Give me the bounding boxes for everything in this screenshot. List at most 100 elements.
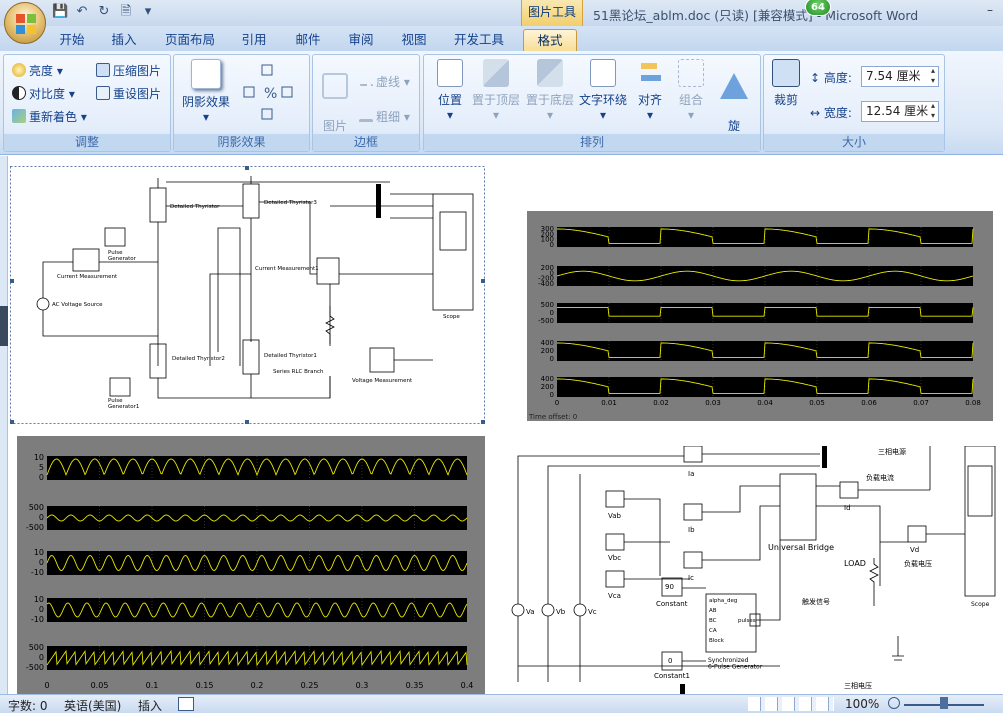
document-title: 51黑论坛_ablm.doc (只读) [兼容模式] - Microsoft W… (593, 8, 919, 23)
scope-x-tick: 0.02 (653, 399, 669, 407)
circuit-diagram-1[interactable]: Detailed Thyristor Detailed Thyristor3 D… (10, 166, 485, 424)
position-label: 位置 (437, 93, 462, 107)
scope-x-tick: 0.04 (757, 399, 773, 407)
scope-plot-1: 30020010002000-200-4005000-5004002000400… (527, 211, 993, 421)
shadow-effects-button[interactable]: 阴影效果▾ (180, 59, 232, 124)
compress-pictures-button[interactable]: 压缩图片 (96, 62, 161, 79)
scope-y-tick: 0 (550, 309, 554, 317)
recolor-button[interactable]: 重新着色 ▾ (12, 108, 87, 125)
minimize-icon[interactable]: – (987, 3, 993, 17)
width-label: ↔ 宽度: (810, 106, 852, 120)
contrast-button[interactable]: 对比度 ▾ (12, 85, 75, 102)
scope-1-traces (556, 227, 974, 397)
circuit-diagram-2: 三相电源 负载电流 负载电压 触发信号 三相电压 Universal Bridg… (510, 446, 1000, 694)
svg-text:%: % (264, 86, 277, 102)
word-count[interactable]: 字数: 0 (8, 699, 48, 713)
office-button[interactable] (4, 2, 46, 44)
group-label-border: 边框 (313, 134, 419, 151)
scope-y-tick: 0 (550, 391, 554, 399)
scope-y-tick: 400 (541, 339, 554, 347)
scope-trace (46, 458, 468, 477)
group-label-shadow: 阴影效果 (174, 134, 309, 151)
constant1-label: Constant1 (654, 672, 690, 680)
scope-trace (46, 555, 468, 571)
view-buttons[interactable] (748, 697, 834, 711)
crop-button[interactable]: 裁剪 (768, 59, 804, 108)
reset-picture-button[interactable]: 重设图片 (96, 85, 161, 102)
gen-port-ca: CA (709, 628, 717, 634)
title-bar: 💾 ↶ ↻ 🗎 ▾ 图片工具 51黑论坛_ablm.doc (只读) [兼容模式… (0, 0, 1003, 26)
dashes-button[interactable]: 虚线 ▾ (359, 73, 410, 90)
scope-y-tick: 0 (39, 473, 44, 482)
document-area[interactable]: Detailed Thyristor Detailed Thyristor3 D… (0, 156, 1003, 694)
scope-x-tick: 0.08 (965, 399, 981, 407)
weight-button[interactable]: 粗细 ▾ (359, 108, 410, 125)
undo-icon[interactable]: ↶ (76, 4, 88, 19)
insert-mode-indicator[interactable]: 插入 (138, 699, 163, 713)
scope-y-tick: -500 (26, 663, 44, 672)
quick-access-toolbar: 💾 ↶ ↻ 🗎 ▾ (52, 4, 156, 20)
scope-2-traces (46, 456, 468, 670)
crop-icon (772, 59, 800, 87)
text-wrapping-button[interactable]: 文字环绕▾ (578, 59, 628, 122)
tab-mailings[interactable]: 邮件 (295, 32, 321, 47)
scope-label-2: Scope (971, 601, 990, 608)
scope-x-tick: 0.03 (705, 399, 721, 407)
thyristor-a-label: Detailed Thyristor (170, 204, 220, 210)
tab-home[interactable]: 开始 (59, 32, 85, 47)
send-to-back-icon (537, 59, 563, 87)
zoom-slider-thumb[interactable] (940, 697, 948, 709)
crop-label: 裁剪 (773, 93, 798, 107)
scope-y-tick: 500 (29, 503, 44, 512)
scope-trace (46, 649, 468, 667)
height-input[interactable]: 7.54 厘米 (861, 66, 939, 87)
scope-x-tick: 0.3 (356, 681, 369, 690)
print-preview-icon[interactable]: 🗎 (120, 4, 132, 19)
height-label-text: 高度: (823, 71, 852, 85)
shadow-nudge-icon[interactable]: % (240, 63, 300, 123)
align-button[interactable]: 对齐▾ (632, 59, 668, 122)
group-arrange: 位置▾ 置于顶层▾ 置于底层▾ 文字环绕▾ 对齐▾ 组合▾ 旋 转 ▾ 排列 (423, 54, 761, 152)
bring-to-front-button[interactable]: 置于顶层▾ (472, 59, 520, 122)
save-icon[interactable]: 💾 (52, 4, 69, 19)
scope-y-tick: 500 (29, 643, 44, 652)
redo-icon[interactable]: ↻ (98, 4, 110, 19)
scope-trace (46, 602, 468, 618)
tab-view[interactable]: 视图 (401, 32, 427, 47)
scope-trace (556, 270, 974, 282)
ruler-handle[interactable] (0, 306, 8, 346)
width-input[interactable]: 12.54 厘米 (861, 101, 939, 122)
voltage-measurement-label: Voltage Measurement (352, 378, 413, 384)
scope-y-tick: 500 (541, 301, 554, 309)
brightness-button[interactable]: 亮度 ▾ (12, 62, 63, 79)
gen-port-ab: AB (709, 608, 717, 614)
group-size: 裁剪 ↕ 高度: 7.54 厘米 ↔ 宽度: 12.54 厘米 大小 (763, 54, 945, 152)
tab-format[interactable]: 格式 (523, 29, 577, 52)
zoom-out-icon[interactable] (888, 697, 900, 709)
vb-label: Vb (556, 608, 566, 616)
group-label-adjust: 调整 (4, 134, 170, 151)
scope-y-tick: -500 (26, 523, 44, 532)
scope-y-tick: 200 (541, 264, 554, 272)
scope-y-tick: 0 (550, 241, 554, 249)
scope-y-tick: 0 (39, 605, 44, 614)
tab-page-layout[interactable]: 页面布局 (164, 32, 215, 47)
zoom-level[interactable]: 100% (845, 697, 880, 711)
brightness-icon (12, 63, 26, 77)
align-icon (637, 59, 663, 87)
tab-insert[interactable]: 插入 (111, 32, 137, 47)
position-button[interactable]: 位置▾ (430, 59, 470, 122)
group-button[interactable]: 组合▾ (672, 59, 710, 122)
picture-border-icon (322, 73, 348, 99)
constant-label: Constant (656, 600, 688, 608)
language-indicator[interactable]: 英语(美国) (64, 699, 122, 713)
group-label-size: 大小 (764, 134, 944, 151)
tab-developer[interactable]: 开发工具 (453, 32, 504, 47)
trigger-signal-label: 触发信号 (802, 597, 830, 606)
scope-y-tick: 400 (541, 375, 554, 383)
send-to-back-button[interactable]: 置于底层▾ (524, 59, 576, 122)
customize-icon[interactable]: ▾ (144, 4, 152, 19)
macro-record-icon[interactable] (178, 697, 194, 711)
tab-references[interactable]: 引用 (241, 32, 267, 47)
tab-review[interactable]: 审阅 (348, 32, 374, 47)
